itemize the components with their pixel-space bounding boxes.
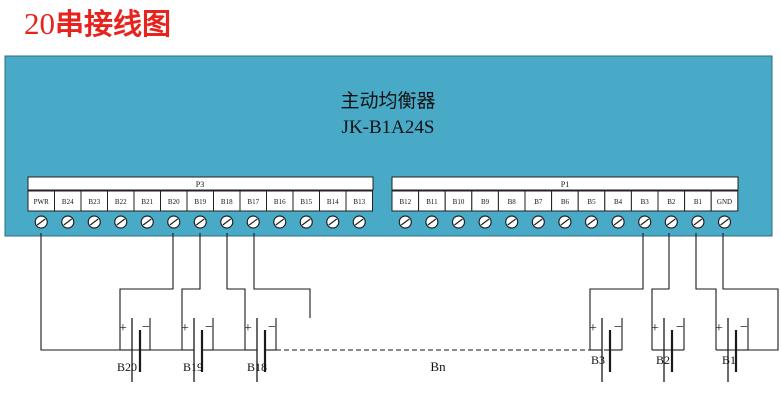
battery-plus-sign: + [715, 321, 723, 336]
pin-label-b15: B15 [300, 198, 312, 206]
wire-b17 [253, 233, 311, 318]
screw-slot-icon [354, 218, 364, 226]
pin-label-b6: B6 [561, 198, 570, 206]
pin-label-b20: B20 [168, 198, 180, 206]
screw-slot-icon [195, 218, 205, 226]
pin-cell-b13 [345, 190, 373, 212]
battery-b3: + − B3 [589, 318, 623, 382]
pin-label-b13: B13 [353, 198, 365, 206]
pin-label-b12: B12 [399, 198, 411, 206]
pin-label-b5: B5 [587, 198, 596, 206]
screw-slot-icon [666, 218, 676, 226]
title-text: 串接线图 [55, 7, 172, 41]
screw-slot-icon [36, 218, 46, 226]
pin-label-b1: B1 [694, 198, 703, 206]
wire-gnd [722, 233, 779, 351]
wire-b3 [589, 233, 644, 318]
pin-label-b2: B2 [667, 198, 676, 206]
battery-minus-sign: − [268, 320, 276, 335]
screw-slot-icon [613, 218, 623, 226]
screw-slot-icon [560, 218, 570, 226]
screw-slot-icon [222, 218, 232, 226]
screw-slot-icon [480, 218, 490, 226]
screw-slot-icon [63, 218, 73, 226]
pin-label-gnd: GND [717, 198, 732, 206]
battery-label-b18: B18 [247, 360, 267, 374]
pin-label-b19: B19 [194, 198, 206, 206]
battery-plus-sign: + [181, 321, 189, 336]
screw-slot-icon [507, 218, 517, 226]
pin-label-b24: B24 [62, 198, 74, 206]
battery-label-b1: B1 [722, 353, 736, 367]
connector-p3: P3 [27, 176, 374, 191]
battery-label-b2: B2 [656, 353, 670, 367]
battery-plus-sign: + [119, 321, 127, 336]
screw-slot-icon [328, 218, 338, 226]
diagram-title: 20串接线图 [24, 6, 171, 42]
battery-minus-sign: − [142, 320, 150, 335]
pin-label-b9: B9 [481, 198, 490, 206]
wire-b20 [119, 233, 174, 318]
screw-slot-icon [116, 218, 126, 226]
pin-label-b17: B17 [247, 198, 259, 206]
battery-label-b20: B20 [117, 360, 137, 374]
wire-b18a [226, 233, 246, 318]
battery-plus-sign: + [589, 321, 597, 336]
wire-b1 [695, 233, 717, 318]
device-model: JK-B1A24S [342, 117, 435, 138]
pin-label-b22: B22 [115, 198, 127, 206]
title-number: 20 [24, 6, 55, 41]
pin-label-b11: B11 [426, 198, 438, 206]
battery-b20: +− B20 [117, 318, 151, 382]
screw-slot-icon [301, 218, 311, 226]
battery-plus-sign: + [244, 321, 252, 336]
screw-slot-icon [89, 218, 99, 226]
wire-pwr [40, 233, 150, 351]
pin-label-b4: B4 [614, 198, 623, 206]
screw-slot-icon [533, 218, 543, 226]
screw-slot-icon [400, 218, 410, 226]
pin-label-b7: B7 [534, 198, 543, 206]
wire-b19 [181, 233, 201, 318]
battery-minus-sign: − [614, 320, 622, 335]
battery-minus-sign: − [740, 320, 748, 335]
pin-label-b8: B8 [508, 198, 517, 206]
pins-p1: B12 B11 B10 B9 B8 B7 B6 B5 B4 B3 B2 B1 GND [391, 190, 739, 229]
battery-label-b19: B19 [183, 360, 203, 374]
pin-label-b3: B3 [641, 198, 650, 206]
pins-p3: PWR B24 B23 B22 B21 B20 B19 B18 B17 B16 B15 B14 B13 [27, 190, 373, 229]
battery-minus-sign: − [676, 320, 684, 335]
wire-b2 [651, 233, 670, 318]
screw-slot-icon [275, 218, 285, 226]
screw-slot-icon [720, 218, 729, 226]
connector-p3-label: P3 [196, 180, 204, 189]
screw-slot-icon [454, 218, 463, 226]
battery-label-b3: B3 [591, 353, 605, 367]
wiring [40, 233, 779, 351]
battery-b19: + − B19 [181, 318, 214, 382]
screw-slot-icon [248, 218, 258, 226]
screw-slot-icon [142, 218, 152, 226]
screw-slot-icon [427, 218, 437, 226]
battery-plus-sign: + [651, 321, 659, 336]
screw-slot-icon [587, 218, 596, 226]
connector-p1-label: P1 [561, 180, 569, 189]
pin-label-b18: B18 [221, 198, 233, 206]
pin-label-b14: B14 [327, 198, 339, 206]
device-name: 主动均衡器 [340, 90, 435, 112]
pin-cell-gnd [710, 190, 739, 212]
battery-b18: + − B18 [244, 318, 277, 382]
pin-label-b10: B10 [453, 198, 465, 206]
screw-slot-icon [640, 218, 650, 226]
battery-minus-sign: − [205, 320, 213, 335]
bn-label: Bn [430, 359, 446, 374]
connector-p1: P1 [391, 176, 739, 191]
pin-label-b21: B21 [141, 198, 153, 206]
screw-slot-icon [693, 218, 703, 226]
pin-label-pwr: PWR [34, 198, 50, 206]
screw-slot-icon [169, 218, 179, 226]
pin-label-b23: B23 [88, 198, 100, 206]
pin-label-b16: B16 [274, 198, 286, 206]
